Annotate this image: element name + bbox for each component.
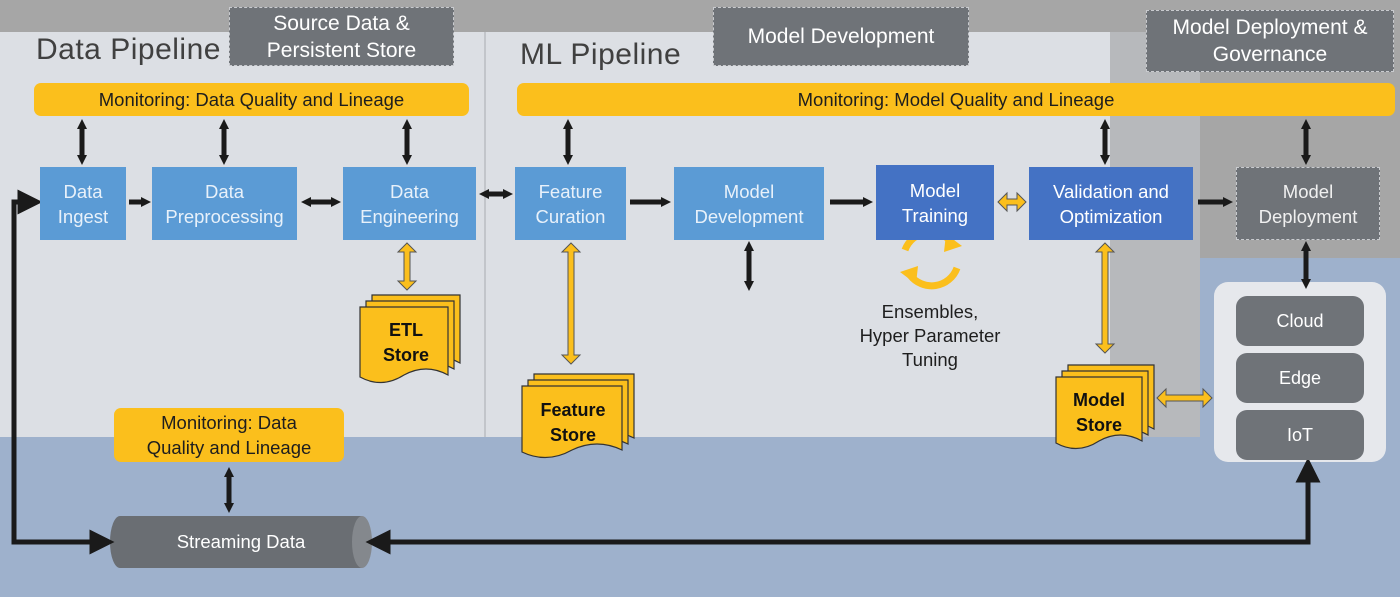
model-deployment-step: Model Deployment [1236,167,1380,240]
feature-store-label: Feature Store [522,393,624,453]
streaming-monitoring-bar: Monitoring: Data Quality and Lineage [114,408,344,462]
streaming-monitoring-text: Monitoring: Data Quality and Lineage [146,412,312,458]
model-training-step: Model Training [876,165,994,240]
deploy-target-edge-text: Edge [1278,367,1322,388]
deploy-target-edge: Edge [1236,353,1364,403]
model-development-label-text: Model Development [747,25,935,48]
deployment-governance-label-text: Model Deployment & Governance [1172,16,1368,66]
feature-curation-text: Feature Curation [535,180,606,227]
model-development-label: Model Development [713,7,969,66]
feature-store-icon-sheet-2 [521,385,623,459]
deployment-governance-label: Model Deployment & Governance [1146,10,1394,72]
deploy-target-iot: IoT [1236,410,1364,460]
model-development-text: Model Development [694,180,804,227]
training-note-text: Ensembles, Hyper Parameter Tuning [859,301,1001,370]
arrow-store-targets [1156,387,1213,409]
source-data-label-text: Source Data & Persistent Store [266,11,417,62]
feature-curation-step: Feature Curation [515,167,626,240]
model-monitoring-text: Monitoring: Model Quality and Lineage [797,89,1115,110]
etl-store-label: ETL Store [361,313,451,373]
data-ingest-step: Data Ingest [40,167,126,240]
validation-optimization-step: Validation and Optimization [1029,167,1193,240]
data-monitoring-bar: Monitoring: Data Quality and Lineage [34,83,469,116]
ml-pipeline-title: ML Pipeline [520,38,682,71]
validation-optimization-text: Validation and Optimization [1053,180,1169,227]
etl-store-icon-sheet-2 [359,306,449,384]
source-data-label: Source Data & Persistent Store [229,7,454,66]
data-engineering-text: Data Engineering [360,180,459,227]
arrow-feature-store [560,242,582,365]
data-engineering-step: Data Engineering [343,167,476,240]
data-pipeline-title: Data Pipeline [36,33,221,66]
arrow-engineering-etl [396,242,418,291]
feature-store-text: Feature Store [540,400,606,445]
model-development-step: Model Development [674,167,824,240]
data-monitoring-text: Monitoring: Data Quality and Lineage [98,89,405,110]
deploy-target-iot-text: IoT [1286,424,1313,445]
training-note: Ensembles, Hyper Parameter Tuning [840,300,1020,372]
deploy-target-cloud-text: Cloud [1276,310,1324,331]
deploy-target-cloud: Cloud [1236,296,1364,346]
data-ingest-text: Data Ingest [57,180,109,227]
etl-store-text: ETL Store [382,320,429,365]
model-monitoring-bar: Monitoring: Model Quality and Lineage [517,83,1395,116]
model-store-text: Model Store [1073,390,1125,435]
model-store-label: Model Store [1056,383,1142,443]
arrow-validation-store [1094,242,1116,354]
data-preprocessing-step: Data Preprocessing [152,167,297,240]
arrow-streaming-targets-loop [365,457,1321,555]
arrow-training-validation [997,191,1027,213]
model-store-icon-sheet-2 [1055,376,1143,450]
arrow-streaming-ingest-loop [11,189,115,555]
data-preprocessing-text: Data Preprocessing [165,180,284,227]
model-training-text: Model Training [901,179,969,226]
model-deployment-text: Model Deployment [1258,180,1358,227]
streaming-data-label: Streaming Data [176,531,306,552]
